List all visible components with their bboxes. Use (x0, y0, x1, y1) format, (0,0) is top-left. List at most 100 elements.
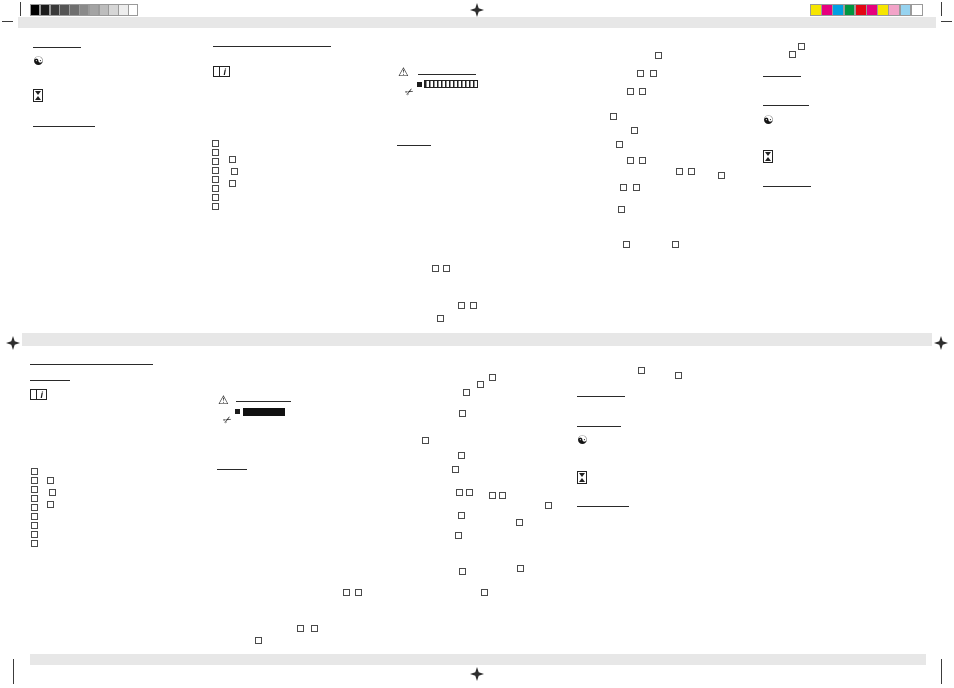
manual-icon: i (30, 389, 47, 400)
green-dot-icon-glyph: ☯ (763, 113, 774, 127)
diagram-marker (458, 452, 465, 459)
heading-underline (217, 469, 247, 471)
diagram-marker (212, 140, 219, 147)
diagram-marker (212, 176, 219, 183)
diagram-marker (633, 184, 640, 191)
diagram-marker (31, 477, 38, 484)
diagram-marker (477, 381, 484, 388)
heading-underline (33, 47, 81, 49)
color-swatch (810, 4, 822, 16)
diagram-marker (718, 172, 725, 179)
diagram-marker (650, 70, 657, 77)
heading-underline (33, 126, 95, 128)
diagram-marker (489, 374, 496, 381)
heading-underline (213, 46, 331, 48)
color-swatch (832, 4, 845, 16)
crop-mark (2, 21, 13, 22)
diagram-marker (489, 492, 496, 499)
hourglass-icon (763, 150, 773, 163)
diagram-marker (675, 372, 682, 379)
color-swatch (866, 4, 878, 16)
diagram-marker (688, 168, 695, 175)
registration-mark (934, 336, 948, 350)
crop-mark (13, 659, 14, 684)
diagram-marker (481, 589, 488, 596)
heading-underline (418, 74, 476, 76)
diagram-marker (499, 492, 506, 499)
diagram-marker (229, 180, 236, 187)
heading-underline (763, 76, 801, 78)
manual-icon-glyph: i (223, 67, 226, 77)
diagram-marker (456, 489, 463, 496)
heading-underline (397, 145, 431, 147)
cut-strip (235, 408, 285, 416)
diagram-marker (672, 241, 679, 248)
diagram-marker (49, 489, 56, 496)
heading-underline (30, 364, 153, 366)
heading-underline (577, 506, 629, 508)
diagram-marker (443, 265, 450, 272)
diagram-marker (452, 466, 459, 473)
diagram-marker (31, 468, 38, 475)
grayscale-swatch (127, 4, 139, 16)
diagram-marker (655, 52, 662, 59)
scissors-icon: ✂ (404, 83, 417, 100)
diagram-marker (616, 141, 623, 148)
diagram-marker (31, 495, 38, 502)
diagram-marker (31, 513, 38, 520)
diagram-marker (255, 637, 262, 644)
crop-mark (941, 659, 942, 684)
color-calibration-bar (810, 4, 923, 16)
registration-mark (470, 667, 484, 681)
warning-icon: ⚠ (218, 392, 229, 408)
diagram-marker (458, 302, 465, 309)
heading-underline (236, 401, 291, 403)
diagram-marker (47, 501, 54, 508)
diagram-marker (212, 185, 219, 192)
diagram-marker (31, 540, 38, 547)
green-dot-icon: ☯ (577, 432, 588, 448)
diagram-marker (212, 203, 219, 210)
color-swatch (877, 4, 890, 16)
diagram-marker (231, 168, 238, 175)
diagram-marker (297, 625, 304, 632)
warning-icon-glyph: ⚠ (398, 65, 409, 79)
hourglass-icon (577, 471, 587, 484)
diagram-marker (229, 156, 236, 163)
diagram-marker (676, 168, 683, 175)
color-swatch (854, 4, 867, 16)
diagram-marker (466, 489, 473, 496)
heading-underline (763, 105, 809, 107)
green-dot-icon-glyph: ☯ (33, 54, 44, 68)
diagram-marker (639, 157, 646, 164)
color-swatch (888, 4, 901, 16)
manual-icon-glyph: i (40, 390, 43, 400)
diagram-marker (789, 51, 796, 58)
diagram-marker (31, 522, 38, 529)
diagram-marker (517, 565, 524, 572)
diagram-marker (463, 389, 470, 396)
diagram-marker (798, 43, 805, 50)
diagram-marker (545, 502, 552, 509)
diagram-marker (623, 241, 630, 248)
color-swatch (843, 4, 856, 16)
diagram-marker (31, 531, 38, 538)
color-swatch (821, 4, 833, 16)
registration-mark (470, 3, 484, 17)
crop-mark (941, 21, 952, 22)
green-dot-icon: ☯ (763, 112, 774, 128)
green-dot-icon-glyph: ☯ (577, 433, 588, 447)
color-swatch (899, 4, 912, 16)
diagram-marker (631, 127, 638, 134)
diagram-marker (455, 532, 462, 539)
crop-mark (20, 2, 21, 16)
separator-bar (30, 654, 926, 665)
heading-underline (577, 396, 625, 398)
diagram-marker (458, 512, 465, 519)
grayscale-calibration-bar (30, 4, 139, 16)
diagram-marker (212, 194, 219, 201)
heading-underline (30, 380, 70, 382)
diagram-marker (639, 88, 646, 95)
diagram-marker (47, 477, 54, 484)
